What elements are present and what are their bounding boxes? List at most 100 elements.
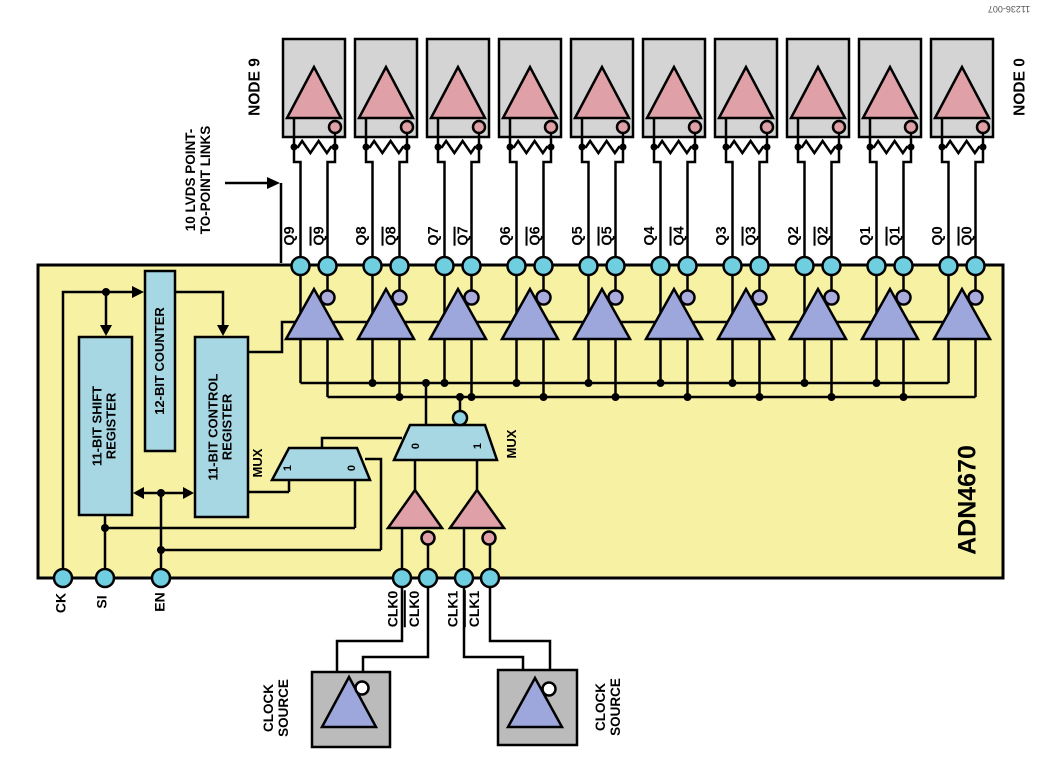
- clk0-wire: [335, 587, 404, 700]
- lvds-link-wires: [508, 118, 553, 257]
- junction-dot: [827, 393, 836, 401]
- clock-source-2-buffer-icon: [505, 675, 565, 729]
- qb-terminal-icon: [389, 255, 410, 277]
- clock-mux-shape: [392, 423, 499, 462]
- output-terminals: [290, 255, 986, 277]
- node-receiver-bubble-icon: [759, 119, 775, 135]
- node-receiver-icon: [500, 64, 560, 120]
- junction-dot: [362, 143, 370, 151]
- node-receiver-icon: [428, 64, 488, 120]
- node-receiver-bubble-icon: [903, 119, 919, 135]
- driver-wires: [947, 275, 977, 397]
- junction-dot: [440, 379, 449, 387]
- lvds-driver-icon: [859, 286, 921, 341]
- driver-bubble-icon: [391, 289, 408, 306]
- junction-dot: [907, 143, 915, 151]
- junction-dot: [422, 379, 430, 387]
- lvds-link-wires: [292, 118, 337, 257]
- junction-dot: [899, 393, 908, 401]
- junction-dot: [395, 393, 404, 401]
- junction-dot: [331, 143, 339, 151]
- q-terminal-icon: [434, 255, 455, 277]
- q-terminal-icon: [506, 255, 527, 277]
- clk0-receiver-icon: [385, 487, 445, 530]
- node-receiver-bubble-icon: [831, 119, 847, 135]
- q-terminal-icon: [938, 255, 959, 277]
- junction-dot: [539, 393, 548, 401]
- junction-dot: [456, 393, 464, 401]
- junction-dot: [872, 379, 881, 387]
- junction-dot: [722, 143, 730, 151]
- driver-bubble-icon: [679, 289, 696, 306]
- arrow-to-control-icon: [183, 487, 194, 499]
- junction-dot: [794, 143, 802, 151]
- qb-terminal-icon: [965, 255, 986, 277]
- driver-wires: [443, 275, 473, 397]
- node-receiver-icon: [716, 64, 776, 120]
- driver-bubble-icon: [823, 289, 840, 306]
- en-terminal-icon: [150, 567, 172, 589]
- en-wire: [159, 457, 383, 569]
- junction-dot: [650, 143, 658, 151]
- lvds-driver-icon: [931, 286, 993, 341]
- qb-terminal-icon: [749, 255, 770, 277]
- driver-wires: [731, 275, 761, 397]
- junction-dot: [434, 143, 442, 151]
- node-receiver-icon: [860, 64, 920, 120]
- qb-terminal-icon: [533, 255, 554, 277]
- q-terminal-icon: [794, 255, 815, 277]
- driver-bubble-icon: [319, 289, 336, 306]
- clk-input-wires: [400, 528, 492, 569]
- arrowheads: [100, 286, 229, 499]
- lvds-arrowhead-icon: [267, 177, 280, 189]
- ck-wire: [61, 290, 137, 569]
- node-receiver-bubble-icon: [615, 119, 631, 135]
- driver-bubble-icon: [751, 289, 768, 306]
- junction-dot: [611, 393, 620, 401]
- clk0b-wire: [361, 587, 430, 682]
- clk1b-terminal-icon: [479, 567, 501, 589]
- lvds-driver-icon: [571, 286, 633, 341]
- junction-dot: [683, 393, 692, 401]
- counter-to-control-wire: [175, 290, 225, 326]
- bottom-terminals: [52, 567, 501, 589]
- lvds-link-wires: [868, 118, 913, 257]
- arrow-into-shift-icon: [100, 325, 112, 336]
- si-terminal-icon: [94, 567, 116, 589]
- lvds-link-wires: [796, 118, 841, 257]
- node-receiver-bubble-icon: [975, 119, 991, 135]
- channel-graphics: [281, 37, 995, 401]
- ck-terminal-icon: [52, 567, 74, 589]
- driver-wires: [875, 275, 905, 397]
- qb-terminal-icon: [821, 255, 842, 277]
- junction-dot: [619, 143, 627, 151]
- lvds-link-wires: [364, 118, 409, 257]
- clk0-receiver-bubble-icon: [420, 530, 436, 546]
- driver-wires: [659, 275, 689, 397]
- junction-dot: [157, 489, 165, 497]
- load-mux-shape: [269, 446, 372, 482]
- lvds-link-wires: [724, 118, 769, 257]
- node-receiver-icon: [788, 64, 848, 120]
- arrow-to-shift-icon: [133, 487, 144, 499]
- clock-source-1-bubble-icon: [354, 680, 370, 696]
- driver-bubble-icon: [463, 289, 480, 306]
- junction-dot: [578, 143, 586, 151]
- junction-dot: [866, 143, 874, 151]
- qb-terminal-icon: [677, 255, 698, 277]
- junction-dot: [157, 546, 165, 554]
- junction-dot: [584, 379, 593, 387]
- counter-box: [143, 269, 177, 453]
- lvds-driver-icon: [283, 286, 345, 341]
- q-terminal-icon: [290, 255, 311, 277]
- control-to-mux-wire: [248, 480, 291, 494]
- enable-bus-wire: [248, 320, 975, 354]
- junction-dot: [835, 143, 843, 151]
- junction-dot: [691, 143, 699, 151]
- shift-register-box: [77, 335, 134, 517]
- clk1-receiver-bubble-icon: [481, 530, 497, 546]
- clk1b-wire: [488, 587, 552, 682]
- driver-wires: [515, 275, 545, 397]
